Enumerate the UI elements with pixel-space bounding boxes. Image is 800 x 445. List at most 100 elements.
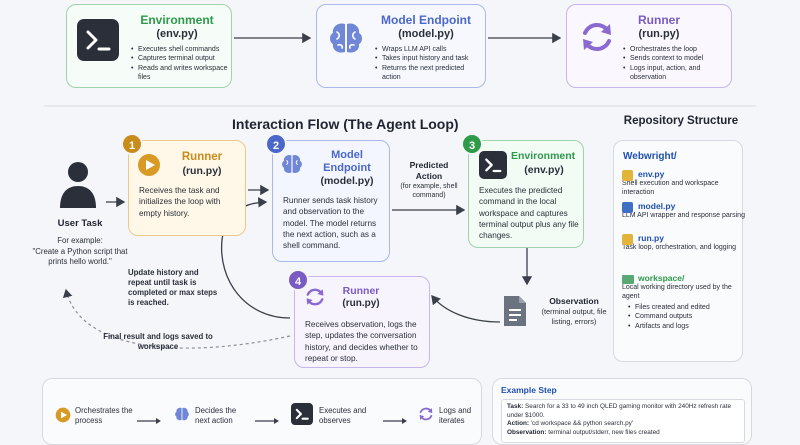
bullet: Sends context to model <box>623 54 729 64</box>
environment-bullets: Executes shell commands Captures termina… <box>131 45 229 83</box>
repo-item-desc: Local working directory used by the agen… <box>622 284 732 301</box>
repo-item-desc: Task loop, orchestration, and logging <box>622 244 737 251</box>
legend-label-executes: Executes and observes <box>319 406 367 425</box>
arrow-right-icon <box>137 412 161 424</box>
brain-icon <box>173 405 191 423</box>
step4-runner-card: Runner (run.py) Receives observation, lo… <box>294 276 430 368</box>
python-file-icon <box>622 202 633 213</box>
environment-file: (env.py) <box>156 28 198 40</box>
step2-file: (model.py) <box>320 175 374 187</box>
example-action: 'cd workspace && python search.py' <box>530 420 634 428</box>
repo-item-desc: Shell execution and workspace interactio… <box>622 180 719 197</box>
model-endpoint-card: Model Endpoint (model.py) Wraps LLM API … <box>316 4 486 88</box>
bullet: Files created and edited <box>628 303 750 313</box>
user-example-intro: For example: <box>57 236 103 245</box>
bullet: Logs input, action, and observation <box>623 64 729 83</box>
bullet: Reads and writes workspace files <box>131 64 229 83</box>
user-example: "Create a Python script that prints hell… <box>32 247 128 267</box>
user-icon <box>58 160 98 210</box>
arrow-observation-to-step4 <box>431 294 501 323</box>
model-endpoint-file: (model.py) <box>398 28 454 40</box>
document-icon <box>502 294 528 328</box>
step4-badge: 4 <box>287 269 309 291</box>
bullet: Artifacts and logs <box>628 322 750 332</box>
step1-title: Runner <box>181 151 223 163</box>
bullet: Captures terminal output <box>131 54 229 64</box>
step3-file: (env.py) <box>524 164 564 176</box>
step1-text: Receives the task and initializes the lo… <box>139 186 221 218</box>
flow-title: Interaction Flow (The Agent Loop) <box>232 116 459 132</box>
step1-runner-card: Runner (run.py) Receives the task and in… <box>128 140 246 236</box>
step2-badge: 2 <box>265 133 287 155</box>
legend-label-decides: Decides the next action <box>195 406 237 425</box>
environment-title: Environment <box>140 13 214 27</box>
example-task-line: Task: Search for a 33 to 49 inch QLED ga… <box>507 403 739 420</box>
runner-bullets: Orchestrates the loop Sends context to m… <box>623 45 729 83</box>
model-endpoint-title: Model Endpoint <box>381 13 471 27</box>
repo-item-name: run.py <box>638 233 664 243</box>
repo-item-env: env.py Shell execution and workspace int… <box>622 169 750 198</box>
legend-label-orchestrates: Orchestrates the process <box>75 406 133 425</box>
environment-card: Environment (env.py) Executes shell comm… <box>66 4 232 88</box>
repo-item-name: workspace/ <box>638 273 685 283</box>
model-endpoint-bullets: Wraps LLM API calls Takes input history … <box>375 45 483 83</box>
repo-item-model: model.py LLM API wrapper and response pa… <box>622 201 750 220</box>
step4-file: (run.py) <box>342 298 380 309</box>
bullet: Orchestrates the loop <box>623 45 729 55</box>
step2-text: Runner sends task history and observatio… <box>283 196 378 251</box>
bullet: Takes input history and task <box>375 54 483 64</box>
example-box: Task: Search for a 33 to 49 inch QLED ga… <box>501 399 745 443</box>
example-action-label: Action: <box>507 420 530 428</box>
step1-badge: 1 <box>121 133 143 155</box>
arrow-right-icon <box>255 412 279 424</box>
step2-title: Model Endpoint <box>323 149 371 174</box>
repo-item-desc: LLM API wrapper and response parsing <box>622 212 745 219</box>
observation-title: Observation <box>549 296 599 306</box>
terminal-icon <box>291 403 313 425</box>
brain-icon <box>279 151 305 177</box>
runner-file: (run.py) <box>638 28 680 40</box>
step3-text: Executes the predicted command in the lo… <box>479 186 579 241</box>
example-task-label: Task: <box>507 403 524 410</box>
example-obs: terminal output/stderr, new files create… <box>548 428 660 436</box>
repo-item-name: model.py <box>638 201 676 211</box>
runner-title: Runner <box>638 13 680 27</box>
step3-badge: 3 <box>461 133 483 155</box>
terminal-icon <box>479 151 507 179</box>
predicted-action-title: Predicted Action <box>409 160 449 181</box>
bullet: Executes shell commands <box>131 45 229 55</box>
brain-icon <box>325 17 367 59</box>
observation-sub: (terminal output, file listing, errors) <box>541 307 607 326</box>
repo-item-name: env.py <box>638 169 665 179</box>
runner-card: Runner (run.py) Orchestrates the loop Se… <box>566 4 732 88</box>
play-icon <box>137 153 161 177</box>
python-file-icon <box>622 170 633 181</box>
example-step-panel: Example Step Task: Search for a 33 to 49… <box>492 378 752 445</box>
folder-icon <box>622 275 634 284</box>
repo-structure-card: Webwright/ env.py Shell execution and wo… <box>613 140 745 362</box>
step3-title: Environment <box>511 150 576 162</box>
workspace-bullets: Files created and edited Command outputs… <box>628 303 750 332</box>
repo-title: Repository Structure <box>623 115 739 127</box>
refresh-icon <box>303 285 327 309</box>
step3-environment-card: Environment (env.py) Executes the predic… <box>468 140 584 248</box>
final-result-note: Final result and logs saved to workspace <box>103 332 213 352</box>
step1-file: (run.py) <box>182 165 222 177</box>
step4-title: Runner <box>342 285 380 297</box>
terminal-icon <box>77 19 119 61</box>
legend-label-logs: Logs and iterates <box>439 406 472 425</box>
repo-item-run: run.py Task loop, orchestration, and log… <box>622 233 750 252</box>
update-history-note: Update history and repeat until task is … <box>128 268 218 308</box>
bullet: Command outputs <box>628 312 750 322</box>
user-task-label: User Task <box>57 218 103 229</box>
play-icon <box>55 407 71 423</box>
top-arrows <box>44 32 756 107</box>
example-title: Example Step <box>501 385 557 395</box>
example-action-line: Action: 'cd workspace && python search.p… <box>507 420 739 429</box>
example-obs-label: Observation: <box>507 428 547 436</box>
refresh-icon <box>417 405 435 423</box>
example-task: Search for a 33 to 49 inch QLED gaming m… <box>507 403 732 419</box>
refresh-icon <box>577 17 617 57</box>
python-file-icon <box>622 234 633 245</box>
arrow-final-dashed <box>62 288 291 349</box>
